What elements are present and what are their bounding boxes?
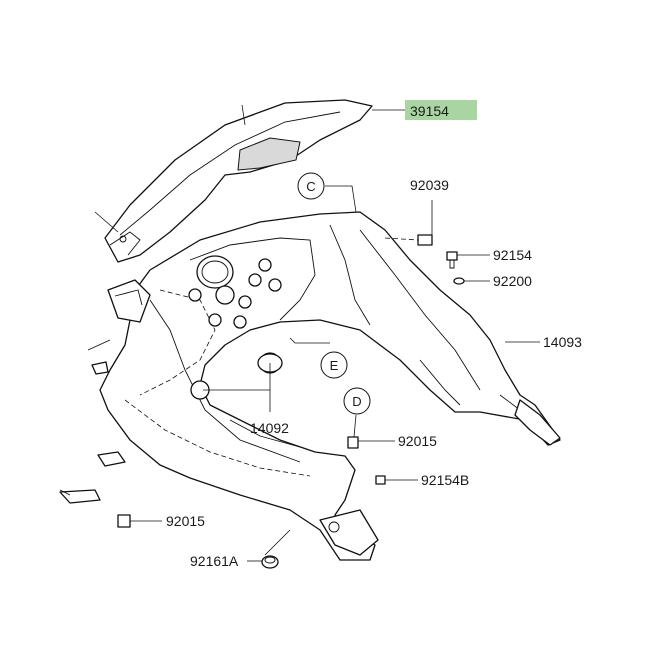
label-92200: 92200 bbox=[493, 273, 532, 289]
label-92154B: 92154B bbox=[421, 472, 469, 488]
fasteners bbox=[59, 234, 465, 569]
clip-92015-left-icon bbox=[117, 514, 131, 528]
left-clip-icon bbox=[59, 339, 126, 504]
label-92039: 92039 bbox=[410, 177, 449, 193]
inner-cover-part bbox=[99, 211, 561, 561]
upper-cover-part bbox=[94, 99, 373, 263]
leader-lines bbox=[130, 109, 540, 562]
label-92161A: 92161A bbox=[190, 553, 239, 569]
clip-92015-right-icon bbox=[347, 436, 359, 449]
callout-c-label: C bbox=[306, 179, 315, 194]
highlight-box bbox=[405, 100, 477, 120]
label-39154: 39154 bbox=[410, 103, 449, 119]
callout-e: E bbox=[320, 351, 348, 379]
label-14092: 14092 bbox=[250, 420, 289, 436]
label-92154: 92154 bbox=[493, 247, 532, 263]
callout-e-label: E bbox=[330, 358, 339, 373]
washer-92200-icon bbox=[453, 277, 465, 285]
callout-d-label: D bbox=[352, 394, 361, 409]
callout-c: C bbox=[297, 172, 325, 200]
label-14093: 14093 bbox=[543, 334, 582, 350]
screw-92154-icon bbox=[446, 251, 458, 269]
callout-d: D bbox=[343, 387, 371, 415]
grommet-92161A-icon bbox=[261, 555, 279, 569]
bolt-92039-icon bbox=[384, 234, 433, 246]
label-92015-left: 92015 bbox=[166, 513, 205, 529]
label-92015-right: 92015 bbox=[398, 433, 437, 449]
screw-92154B-icon bbox=[375, 475, 386, 485]
